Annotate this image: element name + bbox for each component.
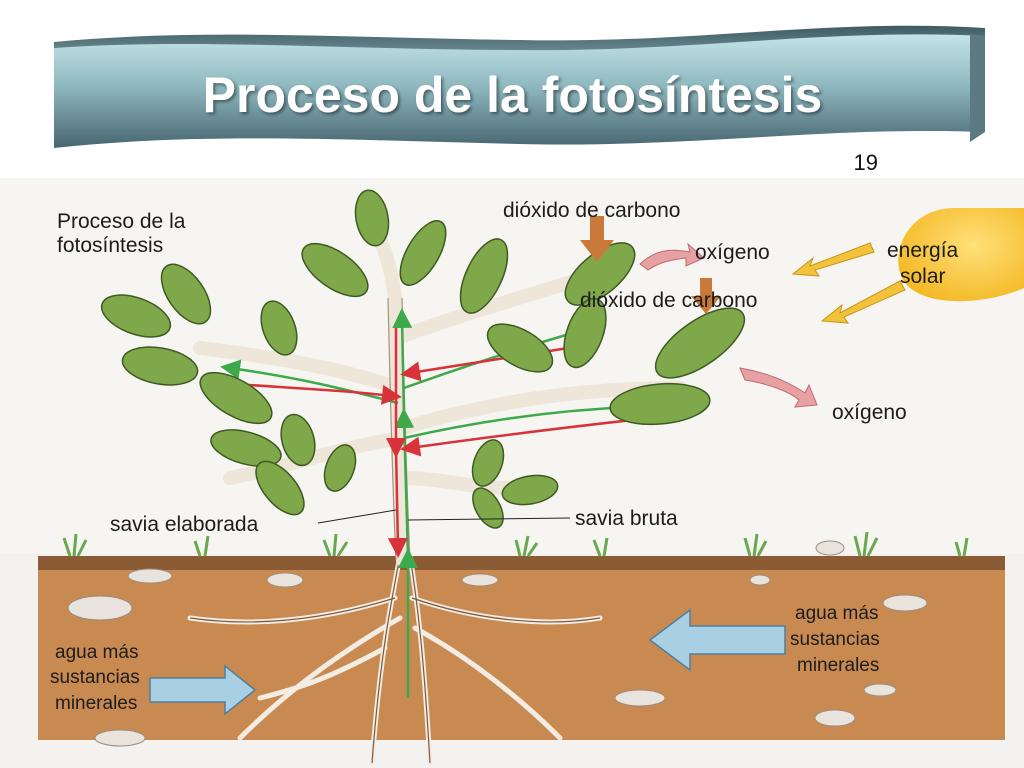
corner-label-line1: Proceso de la	[57, 210, 186, 233]
banner-shape	[54, 25, 985, 148]
water-left-line3: minerales	[55, 693, 138, 714]
slide-title: Proceso de la fotosíntesis	[202, 67, 823, 123]
energy-label-line2: solar	[900, 265, 946, 288]
elaborated-sap-label: savia elaborada	[110, 513, 259, 536]
corner-label-line2: fotosíntesis	[57, 234, 164, 257]
o2-right-label: oxígeno	[832, 401, 907, 424]
title-banner	[50, 20, 990, 160]
sun-icon	[898, 208, 1024, 302]
water-left-line1: agua más	[55, 642, 139, 663]
raw-sap-label: savia bruta	[575, 507, 678, 530]
plant-drawing	[0, 178, 1024, 768]
water-left-line2: sustancias	[50, 667, 140, 688]
energy-label-line1: energía	[887, 239, 959, 262]
photosynthesis-illustration: Proceso de la fotosíntesis dióxido de ca…	[0, 178, 1024, 768]
co2-middle-label: dióxido de carbono	[580, 289, 758, 312]
co2-top-label: dióxido de carbono	[503, 199, 681, 222]
water-right-line3: minerales	[797, 655, 880, 676]
water-right-line1: agua más	[795, 603, 879, 624]
o2-top-label: oxígeno	[695, 241, 770, 264]
water-right-line2: sustancias	[790, 629, 880, 650]
page-number: 19	[853, 150, 878, 175]
